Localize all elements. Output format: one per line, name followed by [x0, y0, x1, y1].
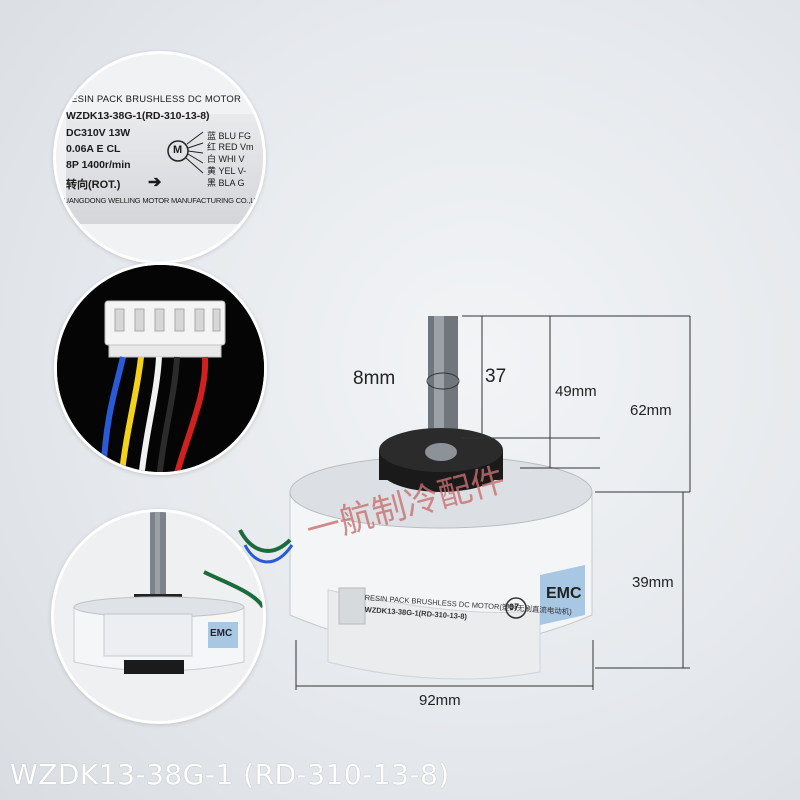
connector-closeup-circle — [54, 262, 267, 475]
wire-label-3: 白 WHI V — [207, 154, 245, 164]
motor-side-circle: EMC — [51, 509, 266, 724]
label-line-5: 8P 1400r/min — [66, 159, 131, 171]
wire-label-2: 红 RED Vm — [207, 142, 254, 152]
motor-symbol-icon — [167, 131, 204, 174]
dim-shaft-height: 49mm — [555, 383, 597, 400]
white-wire — [138, 356, 162, 472]
label-line-6: 转向(ROT.) — [66, 179, 121, 191]
label-line-7: GUANGDONG WELLING MOTOR MANUFACTURING CO… — [58, 196, 264, 205]
dim-shaft-diameter: 8mm — [353, 368, 396, 389]
motor-emc-badge: EMC — [546, 585, 582, 602]
label-plate — [66, 114, 263, 224]
label-line-3: DC310V 13W — [66, 127, 131, 139]
side-emc-badge: EMC — [210, 628, 233, 639]
black-wire — [156, 356, 180, 472]
red-wire — [174, 356, 209, 472]
label-closeup-circle: RESIN PACK BRUSHLESS DC MOTOR WZDK13-38G… — [53, 51, 266, 264]
rotation-arrow-icon: ➔ — [148, 174, 162, 191]
product-caption: WZDK13-38G-1 (RD-310-13-8) — [10, 758, 450, 791]
wire-label-5: 黑 BLA G — [207, 178, 245, 188]
motor-round-badge: 07 — [509, 602, 520, 612]
wire-label-1: 蓝 BLU FG — [207, 131, 252, 141]
wire-label-4: 黄 YEL V- — [207, 166, 247, 176]
dim-body-height: 39mm — [632, 574, 674, 591]
yellow-wire — [118, 356, 144, 472]
label-line-2: WZDK13-38G-1(RD-310-13-8) — [66, 110, 210, 122]
connector-wires-image — [57, 265, 264, 472]
motor-symbol-letter: M — [173, 144, 183, 156]
dim-body-width: 92mm — [419, 692, 461, 709]
dim-total-height: 62mm — [630, 402, 672, 419]
label-line-1: RESIN PACK BRUSHLESS DC MOTOR — [64, 94, 242, 105]
motor-side-image — [54, 512, 263, 721]
label-line-4: 0.06A E CL — [66, 143, 121, 155]
dim-flat: 37 — [485, 366, 507, 387]
